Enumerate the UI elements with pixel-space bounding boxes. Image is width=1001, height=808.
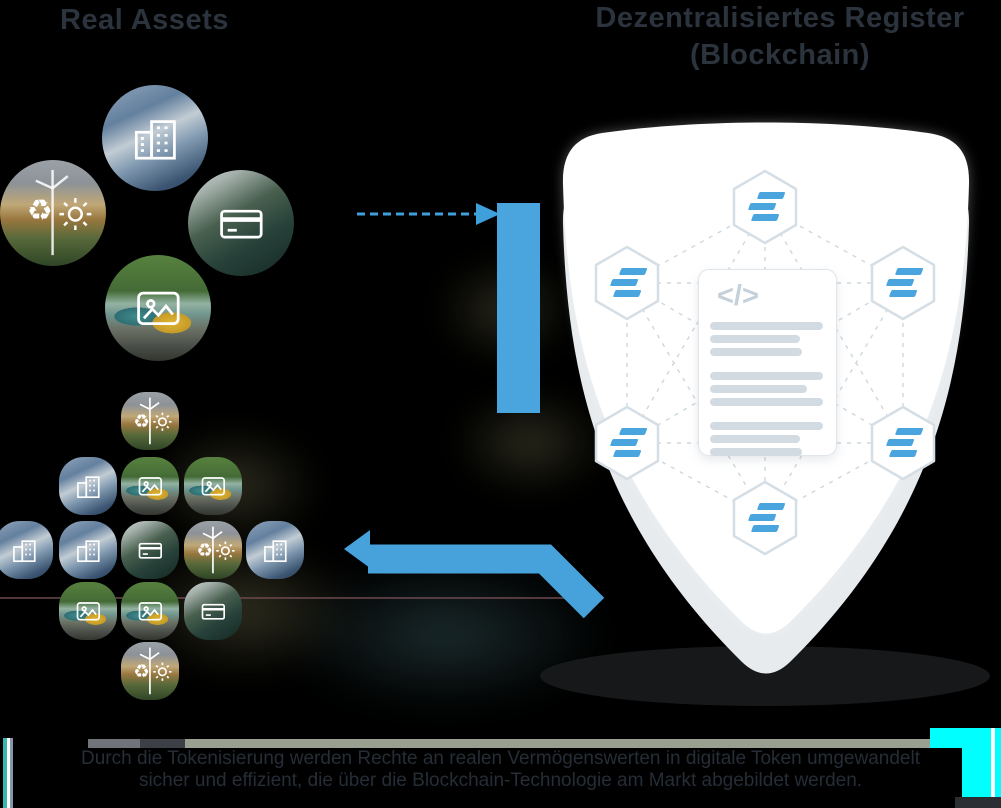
- token-hexagon: [732, 480, 798, 556]
- artifact-dark-strip: [955, 797, 1001, 808]
- artifact-cyan-block-top: [930, 728, 1001, 748]
- artifact-gray-block-2: [140, 739, 185, 748]
- artifact-gray-block-1: [88, 739, 140, 748]
- token-photo-building: [59, 457, 117, 515]
- artifact-edge-stripe-blue: [10, 738, 13, 808]
- svg-text:♻: ♻: [196, 541, 212, 562]
- real-asset-photo-renewables: ♻: [0, 160, 106, 266]
- sun-icon: [59, 198, 92, 231]
- token-photo-cars: [59, 582, 117, 640]
- left-title: Real Assets: [60, 4, 229, 36]
- token-photo-renewables: ♻: [184, 521, 242, 579]
- recycle-icon: ♻: [27, 194, 53, 228]
- contract-text-lines: [710, 322, 825, 461]
- token-photo-cars: [121, 457, 179, 515]
- renewable-energy-icon: ♻: [125, 646, 175, 696]
- image-icon: [200, 473, 227, 500]
- shield-floor-shadow: [540, 646, 990, 706]
- building-icon: [262, 537, 289, 564]
- caption-line1: Durch die Tokenisierung werden Rechte an…: [81, 748, 920, 769]
- token-photo-cars: [184, 457, 242, 515]
- artifact-edge-stripe-teal: [3, 738, 7, 808]
- credit-card-icon: [137, 537, 164, 564]
- token-hexagon: [870, 245, 936, 321]
- credit-card-icon: [200, 598, 227, 625]
- token-hexagon: [870, 405, 936, 481]
- artifact-pink-line: [0, 597, 600, 599]
- renewable-energy-icon: ♻: [188, 525, 238, 575]
- image-icon: [75, 598, 102, 625]
- token-photo-renewables: ♻: [121, 392, 179, 450]
- token-photo-renewables: ♻: [121, 642, 179, 700]
- image-icon: [137, 598, 164, 625]
- right-title-line2: (Blockchain): [689, 39, 871, 71]
- glow-olive-2: [455, 395, 605, 490]
- artifact-edge-stripe-white: [7, 738, 10, 808]
- svg-text:♻: ♻: [133, 412, 149, 433]
- caption-line2: sicher und effizient, die über die Block…: [138, 770, 863, 791]
- caption: Durch die Tokenisierung werden Rechte an…: [0, 748, 1001, 792]
- token-photo-cars: [121, 582, 179, 640]
- real-asset-photo-cars: [105, 255, 211, 361]
- token-photo-building: [246, 521, 304, 579]
- token-hexagon: [732, 169, 798, 245]
- credit-card-icon: [217, 199, 266, 248]
- building-icon: [11, 537, 38, 564]
- token-photo-building: [59, 521, 117, 579]
- glow-teal-1: [280, 560, 610, 710]
- artifact-cyan-block: [962, 748, 1001, 797]
- renewable-energy-icon: ♻: [125, 396, 175, 446]
- real-asset-photo-team: [188, 170, 294, 276]
- right-title-line1: Dezentralisiertes Register: [595, 2, 965, 34]
- renewable-energy-icon: ♻: [7, 167, 98, 258]
- code-icon: </>: [717, 280, 759, 312]
- token-photo-team: [184, 582, 242, 640]
- image-icon: [137, 473, 164, 500]
- building-icon: [131, 114, 180, 163]
- smart-contract-card: </>: [698, 269, 837, 456]
- right-title: Dezentralisiertes Register (Blockchain): [560, 0, 1000, 74]
- artifact-olive-band: [185, 739, 930, 748]
- token-hexagon: [594, 405, 660, 481]
- building-icon: [75, 473, 102, 500]
- token-photo-team: [121, 521, 179, 579]
- image-icon: [134, 284, 183, 333]
- token-hexagon: [594, 245, 660, 321]
- building-icon: [75, 537, 102, 564]
- real-asset-photo-building: [102, 85, 208, 191]
- glow-olive-1: [440, 262, 570, 357]
- svg-text:♻: ♻: [133, 662, 149, 683]
- token-photo-building: [0, 521, 53, 579]
- artifact-white-line: [991, 728, 995, 797]
